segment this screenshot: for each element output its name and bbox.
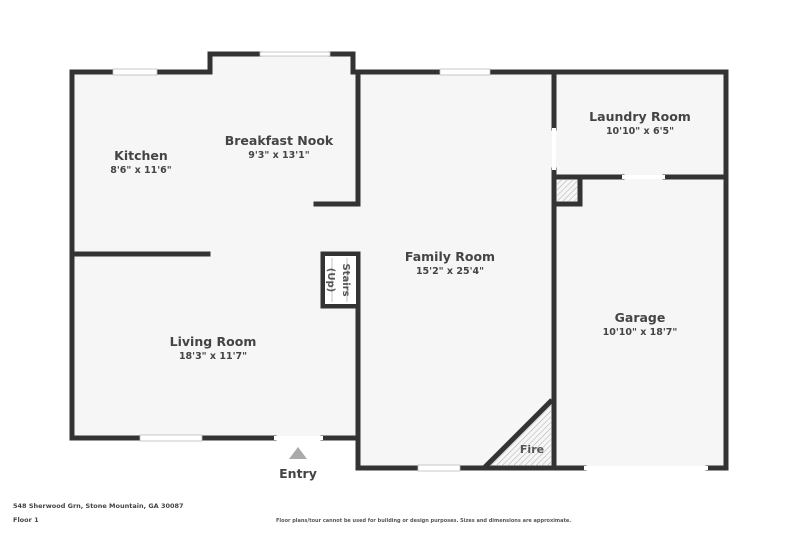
stairs[interactable]: Stairs (Up): [325, 256, 356, 304]
entry-arrow-icon: [289, 447, 307, 459]
room-name: Living Room: [170, 334, 257, 349]
room-name: Garage: [615, 310, 666, 325]
chimney: [557, 180, 577, 201]
room-name: Kitchen: [114, 148, 168, 163]
room-dimensions: 8'6" x 11'6": [110, 165, 172, 176]
walls: [69, 51, 729, 471]
room-garage[interactable]: Garage 10'10" x 18'7": [603, 310, 678, 338]
room-name: Breakfast Nook: [225, 133, 334, 148]
fireplace: Fire: [483, 398, 554, 469]
room-dimensions: 10'10" x 18'7": [603, 327, 678, 338]
room-dimensions: 10'10" x 6'5": [606, 126, 674, 137]
room-family-room[interactable]: Family Room 15'2" x 25'4": [405, 249, 495, 277]
room-breakfast-nook[interactable]: Breakfast Nook 9'3" x 13'1": [225, 133, 334, 161]
room-dimensions: 9'3" x 13'1": [248, 150, 310, 161]
room-name: Family Room: [405, 249, 495, 264]
room-dimensions: 15'2" x 25'4": [416, 266, 484, 277]
room-living-room[interactable]: Living Room 18'3" x 11'7": [170, 334, 257, 362]
room-dimensions: 18'3" x 11'7": [179, 351, 247, 362]
stairs-direction: (Up): [325, 268, 336, 292]
fireplace-label: Fire: [520, 443, 544, 456]
room-name: Laundry Room: [589, 109, 691, 124]
room-laundry-room[interactable]: Laundry Room 10'10" x 6'5": [589, 109, 691, 137]
floor-label: Floor 1: [13, 516, 39, 524]
room-kitchen[interactable]: Kitchen 8'6" x 11'6": [110, 148, 172, 176]
stairs-label: Stairs: [340, 263, 351, 296]
disclaimer: Floor plans/tour cannot be used for buil…: [276, 518, 572, 524]
address: 548 Sherwood Grn, Stone Mountain, GA 300…: [13, 502, 184, 510]
windows: [112, 51, 708, 472]
floor-area: [75, 54, 726, 468]
entry-marker: Entry: [279, 447, 317, 481]
entry-label: Entry: [279, 466, 317, 481]
